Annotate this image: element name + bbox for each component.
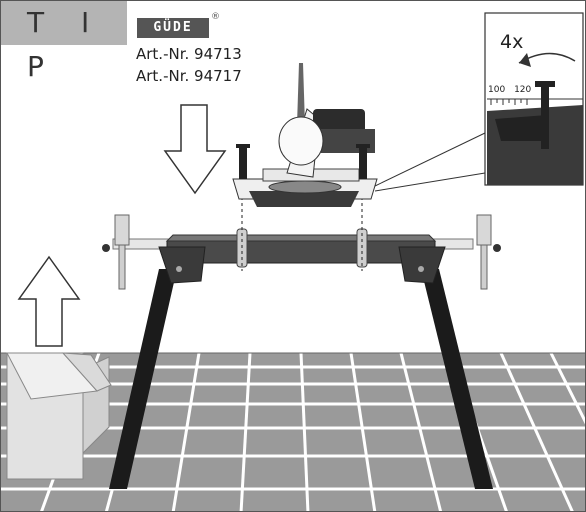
miter-scale-labels: 100 120 — [488, 85, 531, 95]
registered-mark: ® — [211, 12, 220, 22]
tip-tab: T I P — [1, 1, 127, 83]
article-number-1: Art.-Nr. 94713 — [136, 45, 242, 63]
scale-label-120: 120 — [514, 85, 532, 95]
brand-logo: GÜDE — [137, 18, 209, 38]
bolt-count-label: 4x — [500, 31, 524, 53]
inset-leader-lines — [374, 132, 486, 192]
cardboard-box — [6, 352, 112, 480]
place-down-arrow — [163, 104, 227, 195]
main-beam — [158, 234, 446, 284]
miter-saw — [232, 63, 378, 207]
alignment-lines — [241, 197, 363, 271]
article-number-2: Art.-Nr. 94717 — [136, 67, 242, 85]
inset-detail — [484, 12, 584, 186]
stand-legs — [109, 269, 493, 489]
lift-up-arrow — [17, 255, 81, 347]
bolts — [236, 144, 370, 179]
scale-label-100: 100 — [488, 85, 506, 95]
